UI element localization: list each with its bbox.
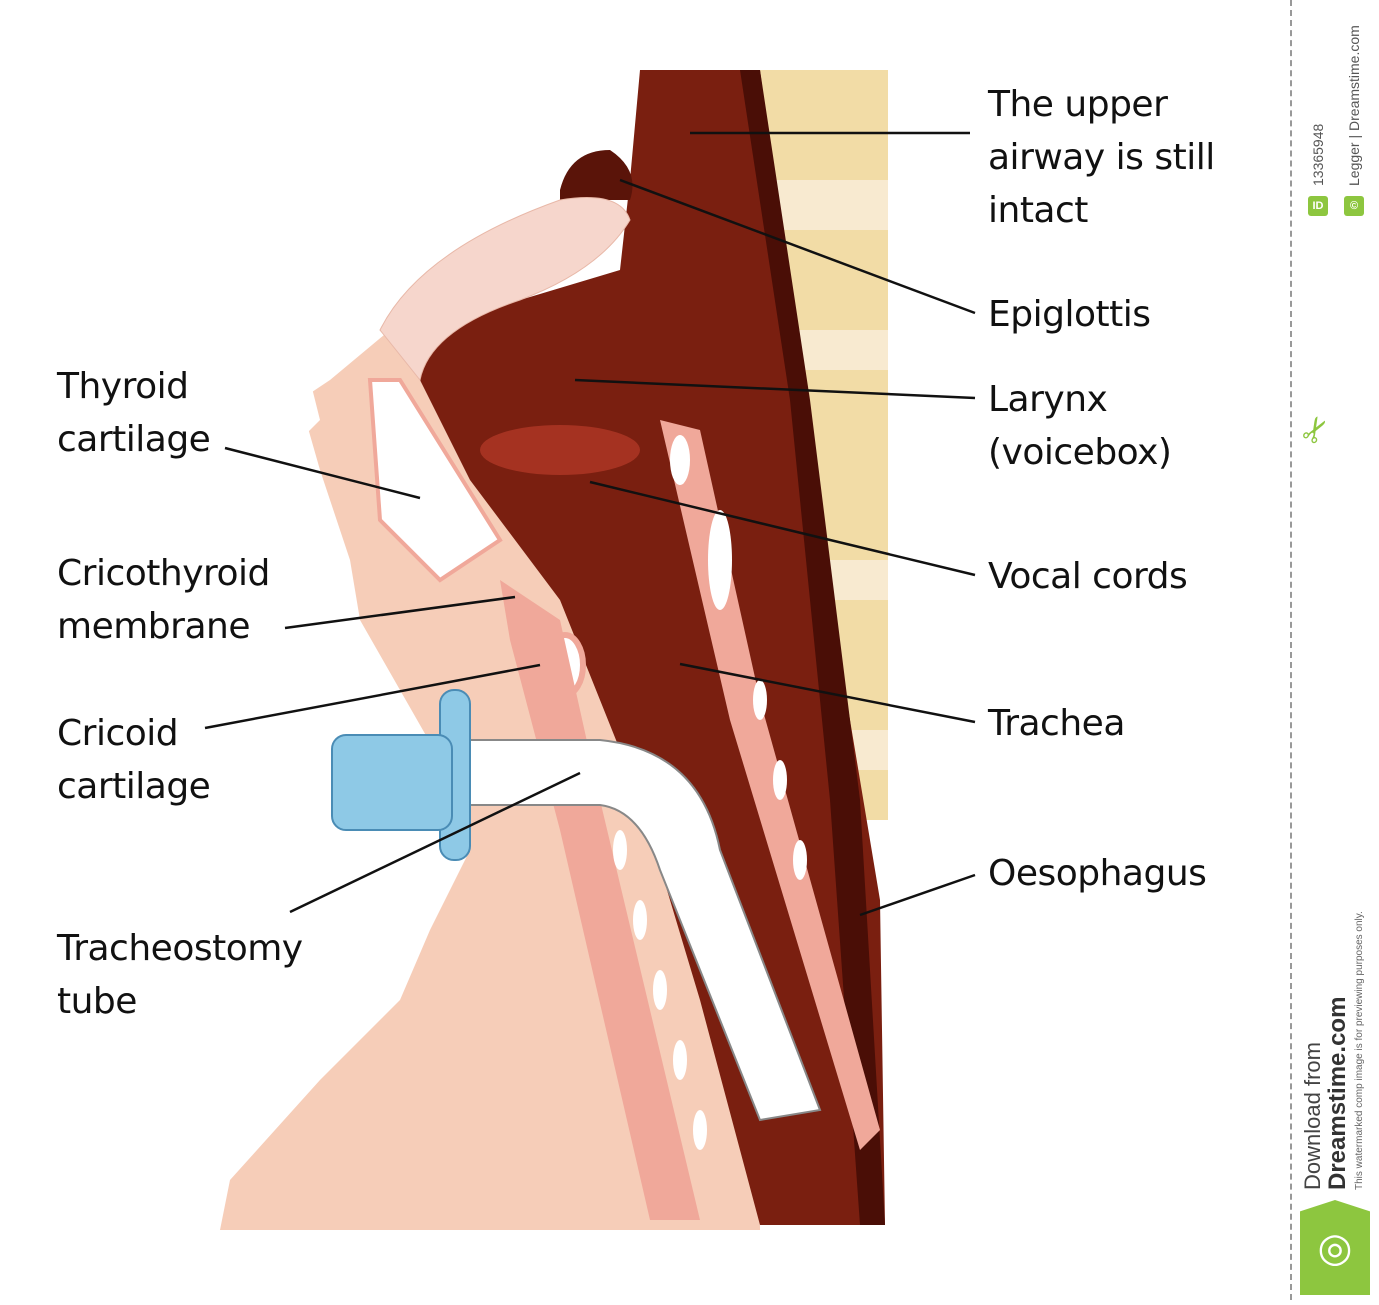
label-line: Cricothyroid [57, 553, 270, 594]
label-trachea: Trachea [988, 697, 1125, 750]
tube-connector [331, 734, 453, 831]
label-upper-airway: The upper airway is still intact [988, 78, 1215, 237]
label-oesophagus: Oesophagus [988, 847, 1207, 900]
anatomy-illustration [204, 70, 976, 1230]
leader-lines [204, 131, 976, 917]
id-badge-text: ID [1312, 200, 1324, 212]
dreamstime-logo-icon: ◎ [1300, 1200, 1370, 1295]
airway-shadow [740, 70, 885, 1225]
scissors-icon: ✂ [1292, 408, 1340, 452]
label-line: Trachea [988, 703, 1125, 744]
brand-text: Dreamstime.com [1324, 996, 1351, 1190]
epiglottis [560, 150, 633, 200]
label-line: airway is still [988, 137, 1215, 178]
label-thyroid-cartilage: Thyroid cartilage [57, 360, 211, 466]
label-line: Vocal cords [988, 556, 1188, 597]
label-tracheostomy-tube: Tracheostomy tube [57, 922, 303, 1028]
label-line: cartilage [57, 419, 211, 460]
label-line: tube [57, 981, 137, 1022]
label-line: (voicebox) [988, 432, 1172, 473]
download-text: Download from [1300, 1042, 1325, 1190]
label-line: cartilage [57, 766, 211, 807]
copyright-icon: © [1344, 196, 1364, 216]
disclaimer-text: This watermarked comp image is for previ… [1354, 911, 1365, 1190]
tongue-base [379, 197, 631, 382]
label-line: intact [988, 190, 1088, 231]
tracheostomy-tube-shape [469, 739, 822, 1122]
vocal-cords-shape [480, 425, 640, 475]
thyroid-cartilage-shape [367, 378, 503, 583]
face-cutout [230, 330, 320, 440]
label-epiglottis: Epiglottis [988, 288, 1151, 341]
label-line: Epiglottis [988, 294, 1151, 335]
label-line: Tracheostomy [57, 928, 303, 969]
label-cricoid-cartilage: Cricoid cartilage [57, 707, 211, 813]
image-id: 13365948 [1310, 123, 1326, 186]
upper-airway [420, 70, 885, 1225]
label-line: Thyroid [57, 366, 189, 407]
credit-text: Legger | Dreamstime.com [1346, 25, 1362, 186]
watermark-strip: ID 13365948 © Legger | Dreamstime.com ✂ … [1290, 0, 1379, 1300]
label-vocal-cords: Vocal cords [988, 550, 1188, 603]
id-badge-icon: ID [1308, 196, 1328, 216]
label-line: Oesophagus [988, 853, 1207, 894]
tracheal-rings [613, 435, 807, 1150]
label-line: Cricoid [57, 713, 179, 754]
label-line: The upper [988, 84, 1168, 125]
label-line: membrane [57, 606, 250, 647]
label-larynx: Larynx (voicebox) [988, 373, 1172, 479]
label-line: Larynx [988, 379, 1108, 420]
label-cricothyroid-membrane: Cricothyroid membrane [57, 547, 270, 653]
